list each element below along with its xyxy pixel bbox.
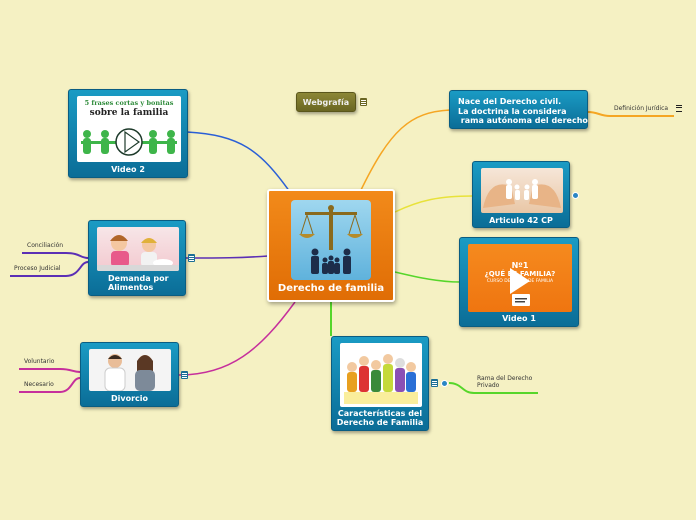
video2-node[interactable]: 5 frases cortas y bonitas sobre la famil… — [68, 89, 188, 178]
scales-of-justice-icon — [299, 205, 363, 274]
central-topic[interactable]: Derecho de familia — [267, 189, 395, 302]
divorcio-node[interactable]: Divorcio — [80, 342, 179, 407]
definicion-menu-icon[interactable] — [676, 105, 682, 112]
nace-node[interactable]: Nace del Derecho civil. La doctrina la c… — [449, 90, 588, 129]
demanda-note-icon[interactable] — [188, 254, 195, 262]
scales-family-image — [291, 200, 371, 280]
demanda-node[interactable]: Demanda por Alimentos — [88, 220, 186, 296]
play-icon — [510, 268, 530, 306]
video1-thumb-line1: Nº1 — [511, 261, 529, 270]
webgrafia-node[interactable]: Webgrafía — [296, 92, 356, 112]
people-chain-icon — [81, 128, 177, 156]
video2-thumb-title: 5 frases cortas y bonitas — [84, 99, 174, 107]
caracteristicas-node[interactable]: Características del Derecho de Familia — [331, 336, 429, 431]
video1-thumb-line2: ¿QUÉ ES FAMILIA? — [484, 270, 556, 278]
articulo-node[interactable]: Articulo 42 CP — [472, 161, 570, 228]
webgrafia-label: Webgrafía — [302, 98, 350, 107]
articulo-link-globe-icon[interactable] — [572, 192, 579, 199]
nace-line1: Nace del Derecho civil. — [458, 97, 562, 106]
video2-label: Video 2 — [111, 165, 145, 174]
video2-thumbnail[interactable]: 5 frases cortas y bonitas sobre la famil… — [77, 96, 181, 162]
nace-line3: rama autónoma del derecho — [458, 116, 588, 125]
subtopic-proceso-judicial[interactable]: Proceso Judicial — [14, 265, 61, 272]
hands-family-image — [481, 168, 563, 213]
video1-node[interactable]: Nº1 ¿QUÉ ES FAMILIA? CURSO DERECHO DE FA… — [459, 237, 579, 327]
nace-line2: La doctrina la considera — [458, 107, 567, 116]
video1-label: Video 1 — [502, 314, 536, 323]
divorcio-note-icon[interactable] — [181, 371, 188, 379]
video1-thumbnail[interactable]: Nº1 ¿QUÉ ES FAMILIA? CURSO DERECHO DE FA… — [468, 244, 572, 312]
subtopic-necesario[interactable]: Necesario — [24, 381, 54, 388]
caracteristicas-note-icon[interactable] — [431, 379, 438, 387]
couple-image — [89, 349, 171, 391]
children-eating-image — [97, 227, 179, 271]
central-topic-title: Derecho de familia — [277, 283, 385, 294]
family-cartoon-image — [340, 343, 422, 407]
demanda-label: Demanda por Alimentos — [108, 274, 169, 292]
subtopic-conciliacion[interactable]: Conciliación — [27, 242, 64, 249]
subtopic-voluntario[interactable]: Voluntario — [24, 358, 55, 365]
video2-thumb-subtitle: sobre la familia — [89, 108, 169, 118]
subtopic-definicion[interactable]: Definición Jurídica — [614, 105, 669, 112]
divorcio-label: Divorcio — [110, 394, 149, 403]
articulo-label: Articulo 42 CP — [489, 216, 553, 225]
webgrafia-note-icon[interactable] — [360, 98, 367, 106]
caracteristicas-link-globe-icon[interactable] — [441, 380, 448, 387]
caracteristicas-label: Características del Derecho de Familia — [336, 409, 424, 427]
subtopic-rama[interactable]: Rama del Derecho Privado — [477, 375, 533, 389]
